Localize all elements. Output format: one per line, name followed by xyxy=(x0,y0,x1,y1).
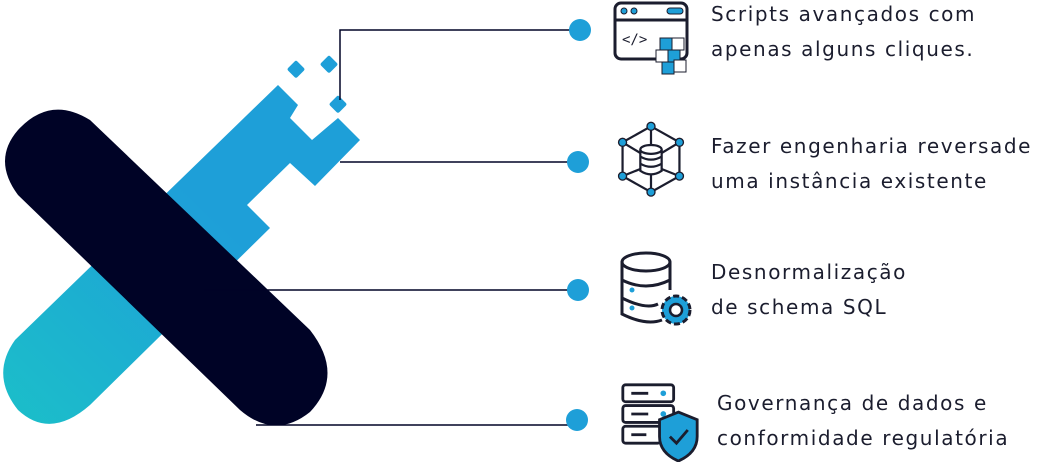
code-window-cubes-icon: </> xyxy=(613,1,689,75)
feature-line: apenas alguns cliques. xyxy=(711,37,975,61)
connector-lines xyxy=(204,29,570,426)
connector-dot xyxy=(567,151,589,173)
feature-line: uma instância existente xyxy=(711,169,988,193)
feature-text: Fazer engenharia reversade uma instância… xyxy=(711,129,1032,199)
feature-text: Scripts avançados com apenas alguns cliq… xyxy=(711,0,976,67)
database-gear-icon xyxy=(620,251,692,326)
feature-line: Scripts avançados com xyxy=(711,2,977,26)
feature-line: Fazer engenharia reversade xyxy=(711,134,1033,158)
feature-line: de schema SQL xyxy=(711,295,888,319)
connector-dot xyxy=(567,279,589,301)
database-network-icon xyxy=(617,121,685,197)
feature-line: Desnormalização xyxy=(711,260,908,284)
feature-text: Desnormalização de schema SQL xyxy=(711,255,907,325)
feature-text: Governança de dados e conformidade regul… xyxy=(717,386,1009,456)
feature-line: conformidade regulatória xyxy=(717,426,1010,450)
server-shield-icon xyxy=(621,383,699,462)
connector-dot xyxy=(569,19,591,41)
connector-dot xyxy=(566,409,588,431)
logo-dark-bar xyxy=(5,109,328,426)
logo xyxy=(3,55,360,426)
feature-line: Governança de dados e xyxy=(717,391,988,415)
svg-text:</>: </> xyxy=(622,32,647,48)
